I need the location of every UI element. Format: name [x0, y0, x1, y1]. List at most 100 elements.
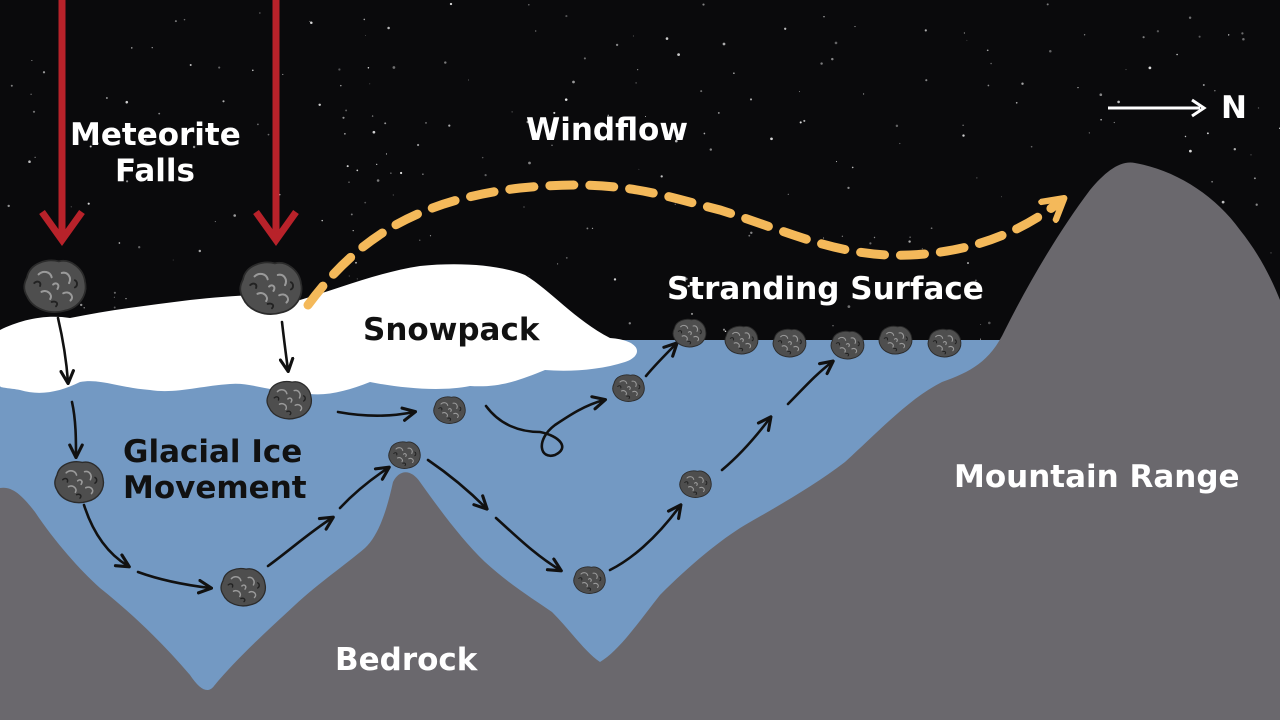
star: [89, 145, 92, 148]
star: [1046, 3, 1049, 6]
star: [372, 130, 376, 134]
star: [787, 193, 789, 195]
star: [118, 242, 121, 244]
star: [925, 79, 928, 82]
star: [390, 172, 392, 174]
star: [356, 278, 358, 280]
star: [448, 124, 451, 127]
star: [257, 123, 259, 126]
meteorite-falls-label: Meteorite Falls: [70, 117, 241, 189]
star: [823, 237, 825, 239]
star: [1211, 180, 1213, 183]
star: [28, 160, 31, 163]
star: [733, 72, 735, 74]
star: [990, 62, 992, 65]
star: [138, 246, 141, 249]
star: [369, 83, 371, 85]
star: [131, 47, 133, 49]
star: [174, 20, 177, 23]
star: [365, 35, 367, 36]
star: [251, 69, 254, 72]
star: [535, 30, 537, 32]
star: [363, 18, 366, 21]
star: [1253, 177, 1256, 180]
bedrock-label: Bedrock: [335, 642, 478, 678]
star: [899, 142, 901, 145]
star: [30, 93, 32, 96]
star: [422, 173, 424, 175]
star: [344, 133, 346, 135]
star: [113, 291, 116, 294]
star: [1125, 69, 1127, 71]
star: [385, 153, 388, 155]
star: [974, 279, 977, 282]
star: [565, 257, 568, 259]
star: [400, 171, 403, 175]
star: [660, 175, 663, 178]
star: [1021, 82, 1024, 85]
star: [1117, 100, 1120, 104]
star: [722, 42, 726, 46]
star: [962, 124, 964, 126]
star: [1156, 30, 1160, 33]
star: [637, 69, 639, 71]
star: [700, 90, 703, 93]
star: [523, 206, 525, 208]
star: [1001, 196, 1003, 198]
star: [376, 179, 380, 182]
meteorite-rock-icon: [724, 325, 759, 355]
star: [717, 111, 720, 114]
star: [831, 57, 834, 61]
star: [356, 169, 359, 172]
star: [980, 338, 981, 340]
star: [151, 47, 153, 49]
star: [749, 98, 753, 101]
star: [34, 156, 36, 158]
star: [318, 103, 321, 107]
star: [113, 306, 116, 309]
ice-flow-paths: [56, 316, 835, 595]
star: [835, 161, 838, 163]
star: [635, 82, 637, 84]
star: [233, 214, 237, 217]
star: [367, 66, 370, 69]
glacial-ice-line-2: Movement: [123, 469, 307, 506]
meteorite-falls-line-1: Meteorite: [70, 117, 241, 153]
star: [1100, 118, 1102, 121]
star: [820, 62, 823, 65]
star: [384, 122, 387, 125]
star: [481, 156, 484, 159]
star: [709, 148, 712, 151]
star: [690, 312, 694, 315]
star: [1184, 135, 1187, 138]
star: [702, 3, 705, 6]
star: [144, 139, 147, 141]
meteorite-rock-icon: [679, 470, 712, 499]
star: [528, 161, 531, 165]
star: [645, 116, 646, 117]
meteorite-rock-icon: [433, 396, 466, 425]
star: [1142, 36, 1145, 39]
star: [823, 16, 825, 18]
meteorite-rock-icon: [878, 325, 913, 355]
star: [748, 234, 751, 237]
star: [348, 275, 350, 277]
star: [553, 111, 556, 114]
star: [10, 84, 13, 87]
meteorite-rock-icon: [239, 261, 303, 316]
meteorite-rock-icon: [388, 441, 421, 470]
star: [1198, 35, 1201, 38]
star: [32, 110, 36, 113]
star: [267, 133, 270, 136]
star: [591, 227, 594, 230]
star: [70, 206, 72, 208]
star: [854, 26, 856, 28]
star: [346, 165, 349, 168]
star: [1049, 49, 1052, 53]
star: [113, 296, 115, 298]
star: [930, 227, 933, 230]
star: [799, 121, 802, 124]
star: [1206, 132, 1209, 135]
star: [924, 29, 927, 32]
